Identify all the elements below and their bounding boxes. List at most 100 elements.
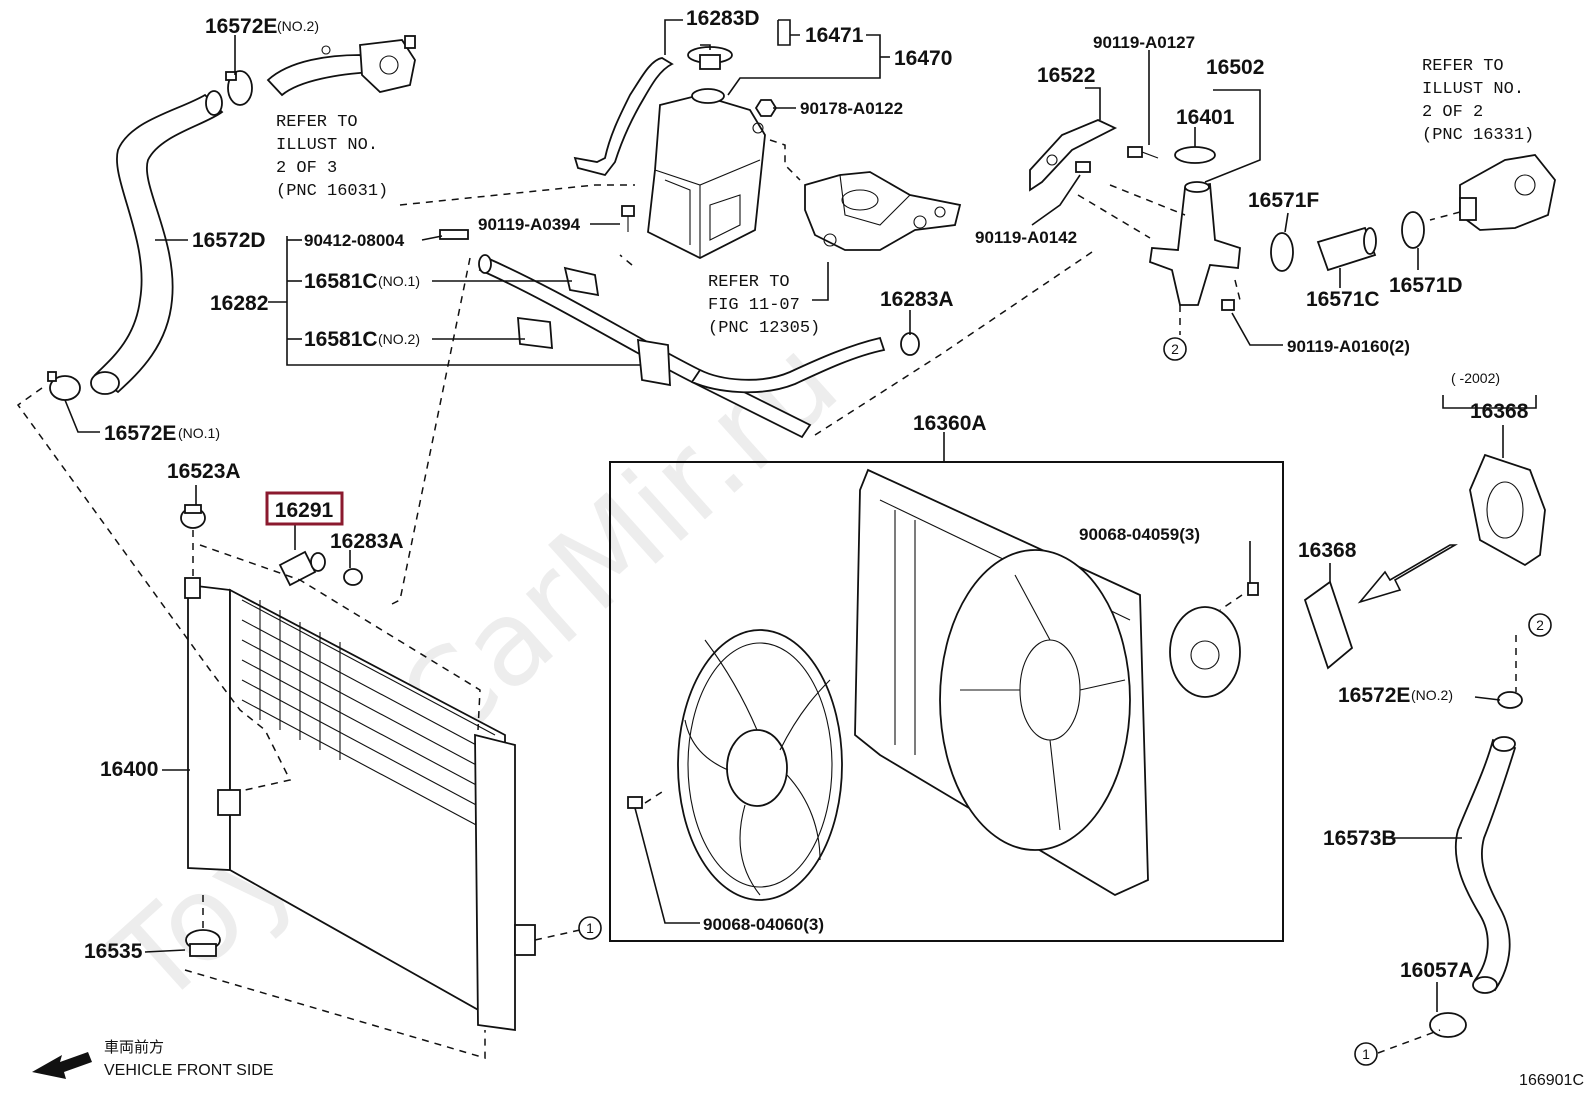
svg-text:2: 2 — [1171, 341, 1179, 357]
refer-note-illust-2-of-2[interactable]: REFER TO ILLUST NO. 2 OF 2 (PNC 16331) — [1422, 57, 1534, 145]
water-inlet-drawing — [1459, 154, 1556, 231]
screw-04060-drawing — [627, 796, 643, 809]
reservoir-hose-drawing — [573, 57, 674, 177]
svg-text:ILLUST NO.: ILLUST NO. — [276, 136, 378, 155]
label-16283A-mid[interactable]: 16283A — [330, 530, 404, 553]
hose-clamp-16571F-drawing — [1270, 232, 1294, 272]
label-16368-mid[interactable]: 16368 — [1298, 539, 1357, 562]
label-90178-A0122[interactable]: 90178-A0122 — [800, 99, 903, 118]
hose-clamp-no1-drawing — [47, 371, 81, 401]
label-16581C-no1[interactable]: 16581C (NO.1) — [304, 270, 420, 293]
label-90119-A0142[interactable]: 90119-A0142 — [975, 228, 1077, 247]
label-16571C[interactable]: 16571C — [1306, 288, 1380, 311]
label-90068-04059[interactable]: 90068-04059(3) — [1079, 525, 1200, 544]
label-90068-04060[interactable]: 90068-04060(3) — [703, 915, 824, 934]
label-16401[interactable]: 16401 — [1176, 106, 1235, 129]
label-16573B[interactable]: 16573B — [1323, 827, 1397, 850]
hose-clamp-16283A-top-drawing — [900, 332, 920, 356]
label-90412-08004[interactable]: 90412-08004 — [304, 231, 405, 250]
leader-16282-bracket — [286, 236, 640, 366]
leader-90119-0142 — [1031, 174, 1081, 226]
svg-text:(NO.1): (NO.1) — [178, 425, 220, 441]
leader-90119-0160 — [1231, 312, 1283, 346]
pipe-clip-no2-drawing — [517, 316, 553, 350]
label-16283A-top[interactable]: 16283A — [880, 288, 954, 311]
label-16572E-top[interactable]: 16572E (NO.2) — [205, 15, 319, 38]
label-16471[interactable]: 16471 — [805, 24, 864, 47]
svg-text:1: 1 — [1362, 1046, 1370, 1062]
label-16522[interactable]: 16522 — [1037, 64, 1095, 87]
bolt-0160-drawing — [1221, 299, 1235, 311]
dash-line-19 — [1377, 1029, 1441, 1054]
date-range: ( -2002) — [1451, 370, 1500, 386]
radiator-drawing — [184, 577, 536, 1032]
fan-shroud-drawing — [854, 468, 1149, 897]
label-16535[interactable]: 16535 — [84, 940, 143, 963]
svg-text:(NO.1): (NO.1) — [378, 273, 420, 289]
label-16581C-no2[interactable]: 16581C (NO.2) — [304, 328, 420, 351]
label-90119-A0394[interactable]: 90119-A0394 — [478, 215, 581, 234]
label-90119-A0160[interactable]: 90119-A0160(2) — [1287, 337, 1410, 356]
pipe-clip-no1-drawing — [563, 266, 600, 297]
upper-radiator-hose-drawing — [90, 90, 224, 395]
label-16572D[interactable]: 16572D — [192, 229, 266, 252]
dash-line-1 — [399, 184, 635, 206]
refer-note-illust-2-of-3[interactable]: REFER TO ILLUST NO. 2 OF 3 (PNC 16031) — [276, 113, 388, 201]
bolt-0127-drawing — [1127, 146, 1159, 159]
pipe-bracket-drawing — [636, 338, 671, 387]
svg-text:16572E: 16572E — [1338, 684, 1410, 707]
svg-text:16572E: 16572E — [104, 422, 176, 445]
label-16571F[interactable]: 16571F — [1248, 189, 1319, 212]
label-16470[interactable]: 16470 — [894, 47, 952, 70]
svg-text:1: 1 — [586, 920, 594, 936]
pipe-stud-drawing — [439, 229, 469, 240]
label-16291-highlighted[interactable]: 16291 — [265, 491, 344, 526]
label-16523A[interactable]: 16523A — [167, 460, 241, 483]
leader-16535 — [144, 949, 186, 953]
svg-text:FIG 11-07: FIG 11-07 — [708, 296, 800, 315]
gasket-16401-drawing — [1174, 146, 1216, 164]
dash-line-3 — [769, 139, 801, 181]
label-16368-top[interactable]: 16368 — [1470, 400, 1529, 423]
svg-text:2: 2 — [1536, 617, 1544, 633]
lower-radiator-hose-drawing — [1454, 736, 1517, 994]
leader-16571F — [1284, 212, 1289, 233]
fan-motor-drawing — [1169, 582, 1259, 698]
figure-code: 166901C — [1519, 1072, 1584, 1089]
leader-16572E-right — [1474, 696, 1501, 701]
gasket-16368-small-drawing — [1303, 580, 1354, 670]
label-90119-A0127[interactable]: 90119-A0127 — [1093, 33, 1195, 52]
label-16360A[interactable]: 16360A — [913, 412, 987, 435]
label-16282[interactable]: 16282 — [210, 292, 268, 315]
dash-line-10 — [16, 387, 292, 791]
refer-note-fig-11-07[interactable]: REFER TO FIG 11-07 (PNC 12305) — [708, 273, 820, 338]
drain-plug-16291-drawing — [278, 550, 326, 587]
hose-clamp-16057A-drawing — [1429, 1012, 1467, 1038]
label-16400[interactable]: 16400 — [100, 758, 158, 781]
label-16572E-no1[interactable]: 16572E (NO.1) — [104, 422, 220, 445]
dash-line-17 — [1219, 594, 1243, 611]
marker-2-hose: 2 — [1528, 613, 1552, 637]
bolt-0142-drawing — [1075, 161, 1091, 173]
label-16571D[interactable]: 16571D — [1389, 274, 1463, 297]
label-16502[interactable]: 16502 — [1206, 56, 1264, 79]
label-16572E-right[interactable]: 16572E (NO.2) — [1338, 684, 1453, 707]
label-16057A[interactable]: 16057A — [1400, 959, 1474, 982]
dash-line-9 — [1234, 279, 1241, 301]
engine-mount-drawing — [804, 171, 962, 251]
svg-text:16581C: 16581C — [304, 328, 378, 351]
label-16283D[interactable]: 16283D — [686, 7, 760, 30]
arrow-left-icon — [32, 1052, 92, 1079]
dash-line-16 — [644, 789, 666, 804]
dash-line-14 — [184, 969, 486, 1060]
dash-line-12 — [199, 544, 481, 731]
dash-line-5 — [814, 249, 1096, 436]
direction-arrow-drawing — [1357, 544, 1458, 604]
svg-text:2 OF 2: 2 OF 2 — [1422, 103, 1483, 122]
reservoir-cap-drawing — [687, 46, 733, 70]
water-pipe-bracket-drawing — [1029, 119, 1118, 192]
water-bypass-joint-drawing — [1149, 181, 1241, 306]
leader-90412-b — [421, 235, 443, 241]
